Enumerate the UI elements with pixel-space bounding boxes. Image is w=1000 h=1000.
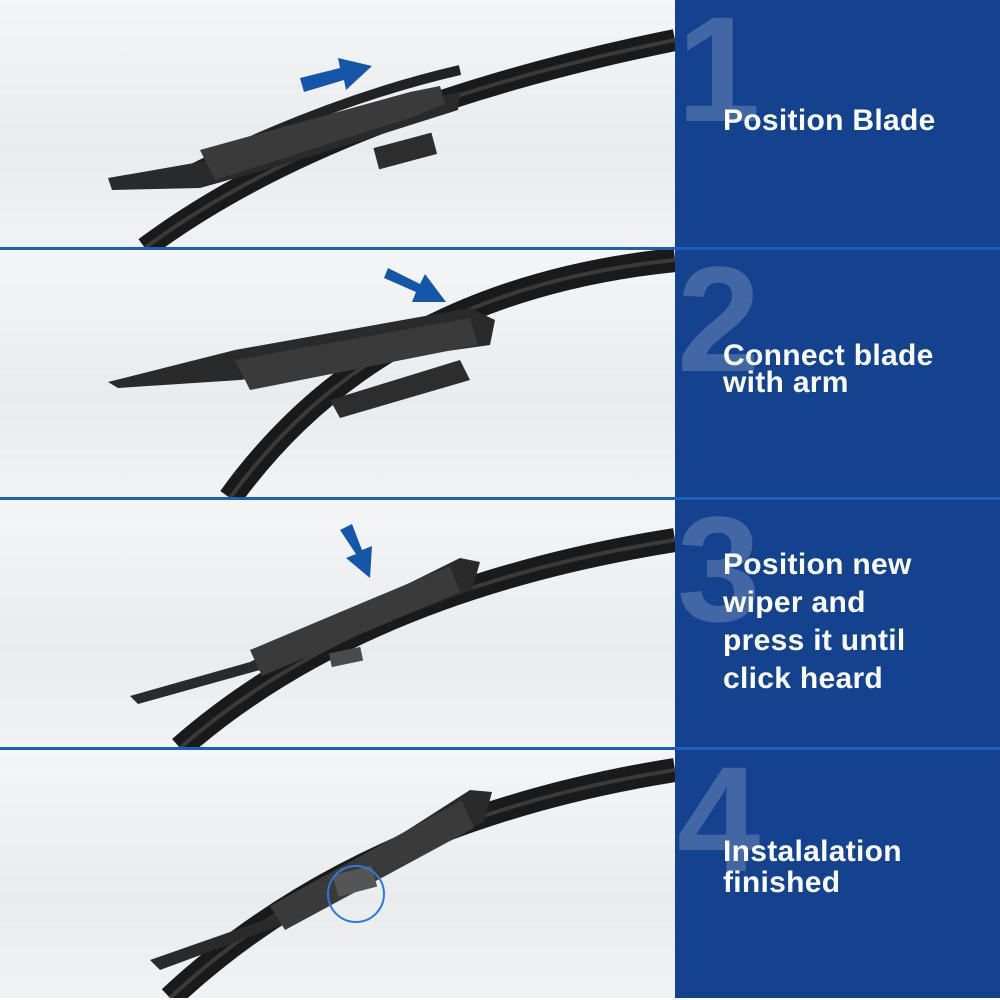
step-3-panel: 3 Position new wiper and press it until … (675, 500, 1000, 748)
step-2-panel: 2 Connect blade with arm (675, 250, 1000, 498)
step-number: 1 (677, 0, 761, 153)
step-label: Position new wiper and press it until cl… (723, 548, 912, 695)
divider (0, 247, 1000, 250)
divider (0, 497, 1000, 500)
step-3-photo (0, 500, 675, 748)
step-number: 3 (677, 500, 761, 653)
step-number: 2 (677, 250, 761, 403)
step-label: Instalalation finished (723, 835, 902, 899)
step-4-photo (0, 750, 675, 998)
step-1-photo (0, 0, 675, 248)
step-label: Connect blade with arm (723, 339, 934, 399)
step-4-panel: 4 Instalalation finished (675, 750, 1000, 998)
wiper-blade-image (108, 29, 675, 248)
divider (0, 747, 1000, 750)
step-2: 2 Connect blade with arm (0, 250, 1000, 498)
step-number: 4 (677, 750, 761, 903)
wiper-blade-image (108, 250, 675, 498)
step-1: 1 Position Blade (0, 0, 1000, 248)
step-3: 3 Position new wiper and press it until … (0, 500, 1000, 748)
step-label: Position Blade (723, 104, 936, 137)
wiper-blade-image (150, 758, 675, 998)
step-4: 4 Instalalation finished (0, 750, 1000, 998)
step-1-panel: 1 Position Blade (675, 0, 1000, 248)
step-2-photo (0, 250, 675, 498)
wiper-blade-image (130, 528, 675, 748)
